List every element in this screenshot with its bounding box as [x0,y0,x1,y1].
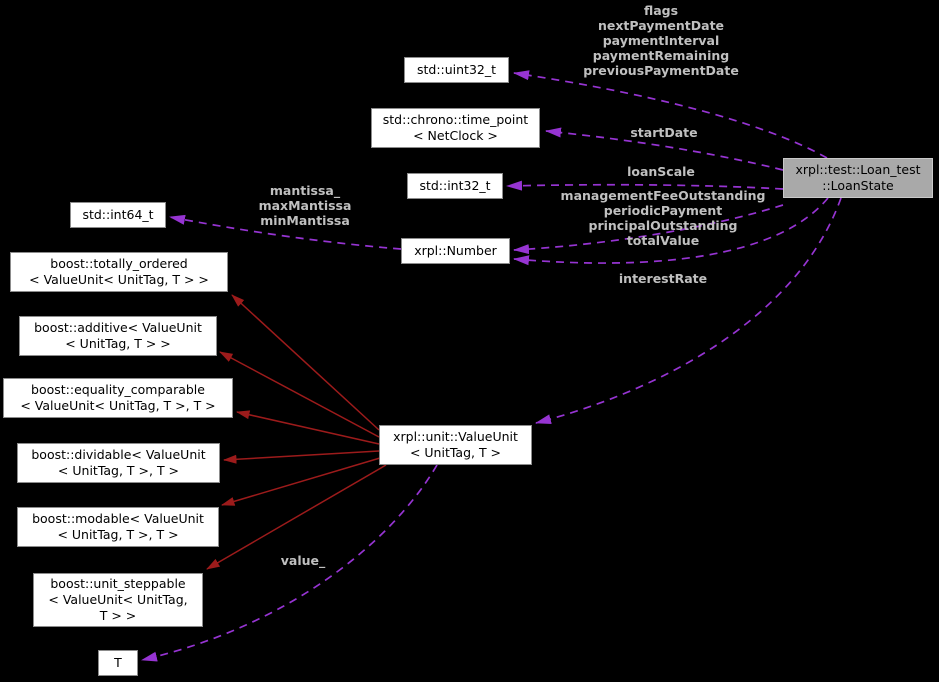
edge-inherit-modable [221,457,381,506]
edge-inherit-unit-steppable [206,464,387,570]
edge-label-loan-scale: loanScale [627,164,695,179]
node-boost-totally-ordered[interactable]: boost::totally_ordered < ValueUnit< Unit… [10,252,228,292]
edge-loan-scale [506,180,784,191]
node-t[interactable]: T [98,650,138,676]
node-boost-additive[interactable]: boost::additive< ValueUnit < UnitTag, T … [19,316,217,356]
node-boost-modable[interactable]: boost::modable< ValueUnit < UnitTag, T >… [17,507,219,547]
edge-interest-rate [513,197,829,266]
node-xrpl-number[interactable]: xrpl::Number [401,238,510,264]
edge-mantissa [169,214,402,250]
edge-label-mantissa-group: mantissa_ maxMantissa minMantissa [258,183,352,228]
edge-flags [513,70,828,159]
node-xrpl-unit-valueunit[interactable]: xrpl::unit::ValueUnit < UnitTag, T > [379,425,532,465]
node-loan-test-loanstate: xrpl::test::Loan_test ::LoanState [783,158,933,198]
edge-label-start-date: startDate [630,125,698,140]
node-std-int64-t[interactable]: std::int64_t [70,202,166,228]
node-std-uint32-t[interactable]: std::uint32_t [404,57,509,83]
node-boost-equality-comparable[interactable]: boost::equality_comparable < ValueUnit< … [3,378,233,418]
edge-start-date [545,127,784,171]
edge-inherit-equality-comparable [236,410,380,445]
node-boost-dividable[interactable]: boost::dividable< ValueUnit < UnitTag, T… [17,443,220,483]
edge-management [513,204,784,255]
node-boost-unit-steppable[interactable]: boost::unit_steppable < ValueUnit< UnitT… [33,573,203,627]
edge-valueunit-usage [535,197,842,425]
node-std-chrono-time-point[interactable]: std::chrono::time_point < NetClock > [371,108,540,148]
edge-inherit-totally-ordered [231,294,380,431]
edge-label-management-group: managementFeeOutstanding periodicPayment… [560,188,766,248]
node-std-int32-t[interactable]: std::int32_t [407,173,503,199]
edge-label-value: value_ [280,553,326,568]
edge-label-interest-rate: interestRate [618,271,708,286]
edge-inherit-additive [219,351,380,438]
edge-inherit-dividable [223,450,380,464]
edge-label-flags-group: flags nextPaymentDate paymentInterval pa… [583,3,739,78]
edge-value [141,464,438,662]
